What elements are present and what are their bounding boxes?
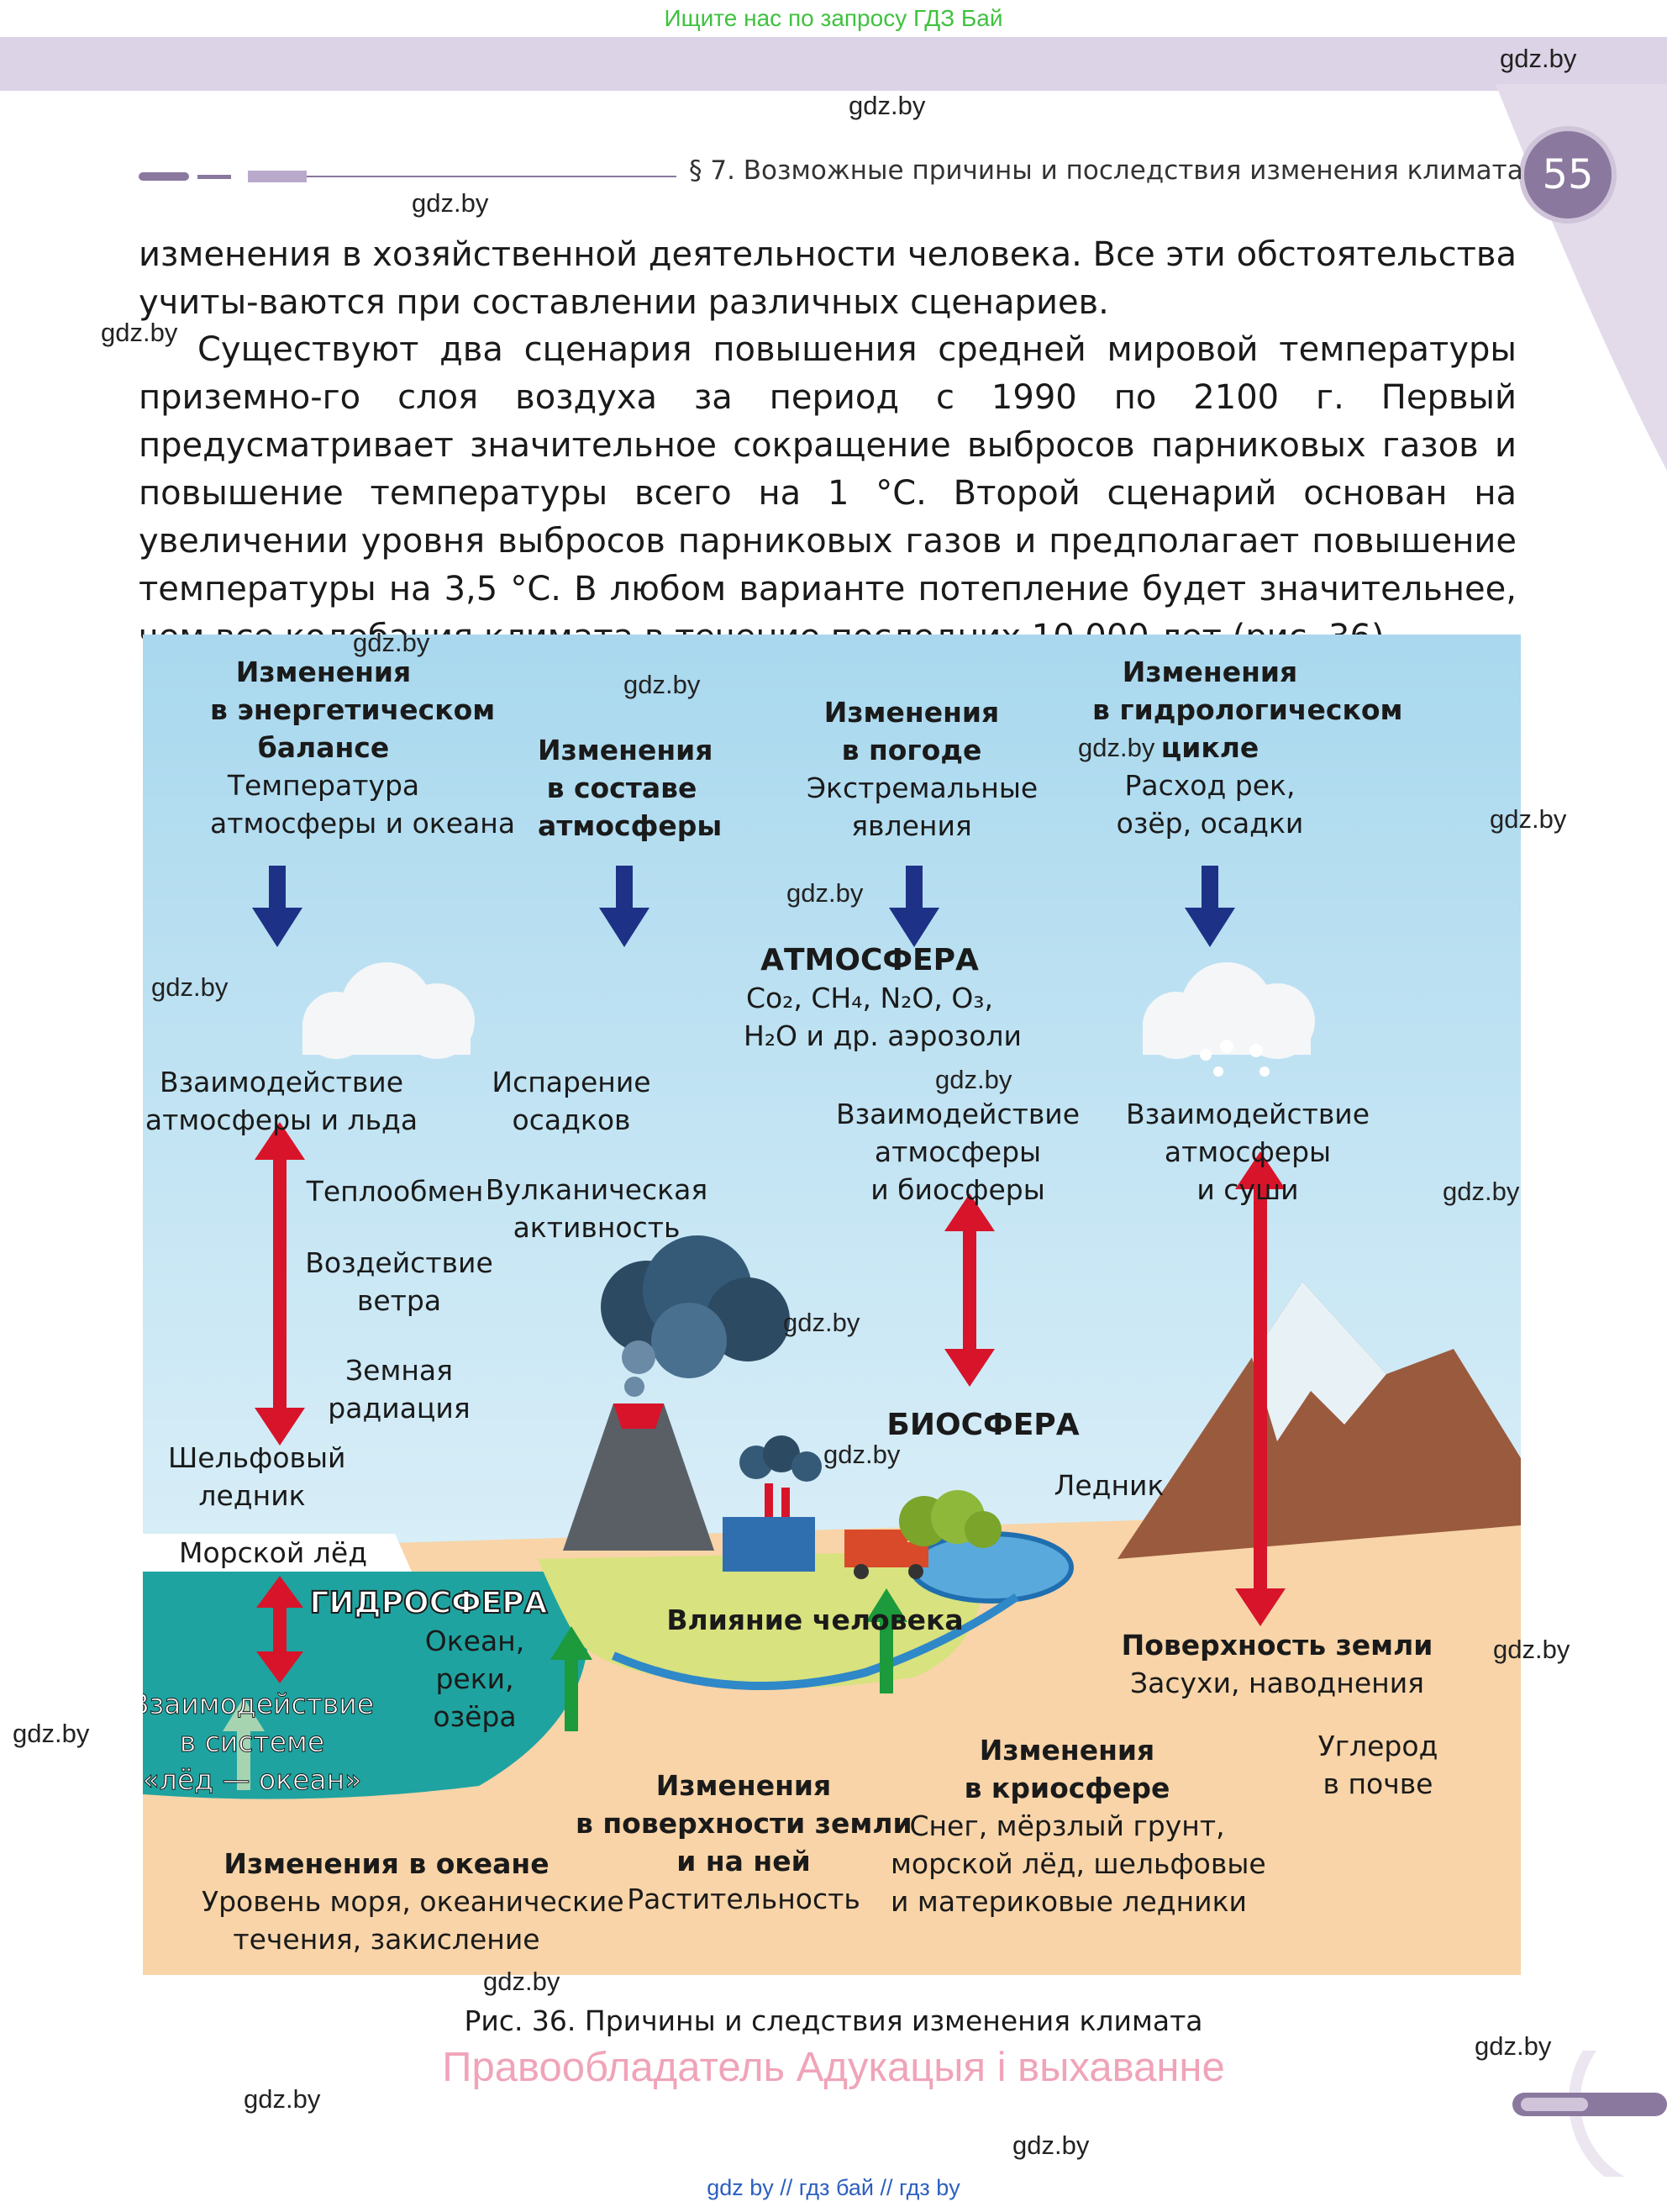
watermark: gdz.by: [1500, 44, 1577, 73]
radiation-label: Земная радиация: [328, 1354, 471, 1425]
watermark: gdz.by: [1443, 1177, 1520, 1206]
cloud-right: [1143, 962, 1315, 1059]
glacier-label: Ледник: [1054, 1469, 1165, 1502]
volcanic-label: Вулканическая активность: [485, 1173, 708, 1244]
section-title: § 7. Возможные причины и последствия изм…: [689, 155, 1523, 186]
watermark: gdz.by: [13, 1719, 90, 1748]
sea-ice: [143, 1534, 412, 1572]
watermark: gdz.by: [1493, 1635, 1570, 1664]
climate-figure: Изменения в энергетическом балансе Темпе…: [143, 635, 1521, 1975]
biosphere-label: БИОСФЕРА: [886, 1408, 1080, 1442]
arrow-up-cryo: [865, 1588, 907, 1622]
atmosphere-block: АТМОСФЕРА Co₂, CH₄, N₂O, O₃, H₂O и др. а…: [744, 943, 1022, 1052]
arrow-down-hydro: [1185, 866, 1235, 947]
watermark: gdz.by: [935, 1065, 1012, 1094]
watermark: gdz.by: [1490, 804, 1567, 834]
human-impact-label: Влияние человека: [666, 1604, 964, 1636]
arrow-ice-ocean: [256, 1576, 303, 1683]
paragraph-1: изменения в хозяйственной деятельности ч…: [139, 235, 1517, 322]
cloud-left: [302, 962, 475, 1059]
paragraph-2: Существуют два сценария повышения средне…: [139, 330, 1517, 656]
footer-links[interactable]: gdz by // гдз бай // гдз by: [707, 2175, 960, 2200]
soil-carbon-label: Углерод в почве: [1317, 1730, 1438, 1800]
figure-background: [143, 635, 1521, 1975]
factory: [723, 1517, 815, 1572]
watermark: gdz.by: [151, 972, 229, 1002]
corner-decoration: [1512, 2051, 1667, 2177]
mountain: [1117, 1282, 1521, 1559]
watermark: gdz.by: [1475, 2031, 1552, 2061]
top-banner: Ищите нас по запросу ГДЗ Бай: [0, 0, 1667, 37]
evaporation-label: Испарение осадков: [492, 1066, 651, 1136]
hydro-cycle-label: Изменения в гидрологическом цикле Расход…: [1092, 656, 1403, 840]
arrow-up-ocean: [223, 1698, 265, 1731]
atmosphere-composition-label: Изменения в составе атмосферы: [538, 734, 723, 842]
rights-holder: Правообладатель Адукацыя і выхаванне: [442, 2045, 1225, 2090]
cryosphere-label: Изменения в криосфере Снег, мёрзлый грун…: [891, 1734, 1266, 1918]
watermark: gdz.by: [101, 318, 178, 347]
ice-ocean-label: Взаимодействие в системе «лёд — океан»: [143, 1688, 375, 1797]
land-change-label: Изменения в поверхности земли и на ней Р…: [576, 1769, 912, 1915]
ocean-change-label: Изменения в океане Уровень моря, океанич…: [202, 1847, 624, 1956]
rain-drops: [1200, 1040, 1270, 1077]
watermark: gdz.by: [483, 1967, 560, 1996]
arrow-down-weather: [889, 866, 939, 947]
truck: [844, 1530, 907, 1567]
atm-land-label: Взаимодействие атмосферы и суши: [1125, 1098, 1370, 1206]
watermark: gdz.by: [353, 628, 430, 657]
arrow-up-land: [550, 1626, 592, 1660]
sea-ice-label: Морской лёд: [178, 1536, 368, 1569]
watermark: gdz.by: [1078, 733, 1155, 762]
ocean: [143, 1572, 592, 1799]
watermark: gdz.by: [412, 188, 489, 218]
figure-caption: Рис. 36. Причины и следствия изменения к…: [464, 2004, 1203, 2037]
atm-ice-label: Взаимодействие атмосферы и льда: [145, 1066, 418, 1136]
energy-balance-label: Изменения в энергетическом балансе Темпе…: [210, 656, 516, 840]
arrow-down-composition: [599, 866, 649, 947]
wind-label: Воздействие ветра: [305, 1246, 493, 1317]
hydrosphere-title: ГИДРОСФЕРА: [308, 1585, 548, 1621]
land-area: [538, 1551, 984, 1688]
page-number: 55: [1519, 126, 1617, 224]
hydrosphere-sub: Океан, реки, озёра: [424, 1625, 525, 1733]
header-band: [0, 37, 1667, 91]
land-surface-label: Поверхность земли Засухи, наводнения: [1121, 1629, 1433, 1699]
header-rule: [139, 171, 676, 182]
atm-bio-label: Взаимодействие атмосферы и биосферы: [835, 1098, 1081, 1206]
watermark: gdz.by: [623, 670, 701, 699]
volcano: [563, 1404, 714, 1551]
shelf-glacier-label: Шельфовый ледник: [168, 1441, 346, 1512]
arrow-atm-bio: [944, 1193, 995, 1387]
watermark: gdz.by: [244, 2084, 321, 2114]
watermark: gdz.by: [823, 1440, 901, 1469]
arrow-down-energy: [252, 866, 302, 947]
weather-label: Изменения в погоде Экстремальные явления: [807, 696, 1039, 842]
watermark: gdz.by: [1012, 2130, 1090, 2160]
arrow-atm-land: [1235, 1151, 1286, 1626]
arrow-atm-ice: [255, 1122, 305, 1446]
watermark: gdz.by: [849, 91, 926, 120]
watermark: gdz.by: [783, 1308, 860, 1337]
watermark: gdz.by: [786, 878, 864, 908]
heat-exchange-label: Теплообмен: [306, 1175, 484, 1208]
